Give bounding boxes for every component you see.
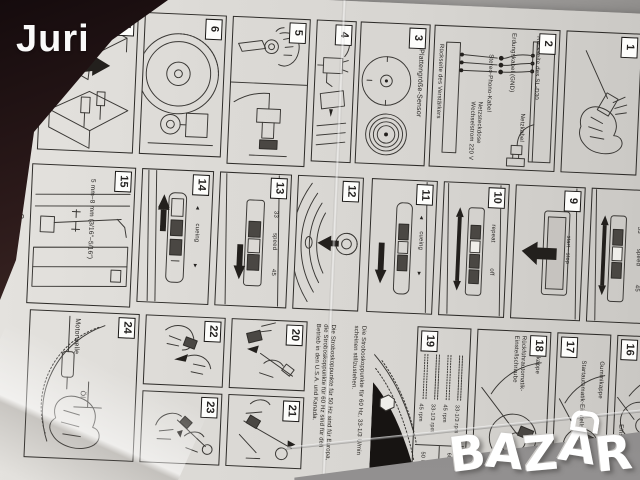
panel-number: 17: [563, 340, 577, 354]
strobe-hz-label: 50 Hz: [419, 451, 426, 468]
panel-number: 19: [423, 334, 437, 348]
panel-number: 6: [208, 26, 221, 33]
panel-13-speed-45: 13 33 speed 45: [214, 171, 293, 309]
panel-15-arm-height: 15 5 mm–8 mm (3/16″–5/16″): [26, 163, 137, 308]
motor-shaft-label: Motorwelle: [72, 318, 81, 355]
panel-22-stylus-handling: 22: [142, 314, 226, 388]
strobe-rpm-label: 33-1/3 rpm: [428, 403, 436, 433]
repeat-slider-illustration: [446, 182, 502, 317]
wiring-illustration: [441, 41, 556, 168]
cueing-slider-illustration: [146, 169, 188, 302]
panel-4-cartridge: 4: [310, 19, 357, 164]
panel-12-45rpm-adapter: 12: [292, 174, 364, 312]
panel-11-cueing-down: 11 ▲ cueing ▼: [366, 178, 438, 315]
panel-14-cueing-up: 14 ▲ cueing ▼: [136, 168, 215, 306]
tonearm-side-view-illustration: [31, 193, 131, 287]
panel-19-group: Die Stroboskoppunkte für 50 Hz sind für …: [307, 322, 472, 477]
watermark-bazar: B A Z A R: [446, 408, 635, 480]
panel-number: 21: [285, 404, 298, 418]
cueing-up-mark: ▲: [194, 205, 201, 212]
panel-8-speed-33: 8 33 speed 45: [585, 187, 640, 325]
power-cord-label: Netzkabel: [517, 113, 526, 143]
panel-number: 18: [532, 339, 546, 353]
panel-1-lead-wires: 1: [560, 30, 640, 176]
watermark-juri: Juri: [16, 18, 90, 60]
hands-illustration: [165, 325, 212, 375]
repeat-label: repeat: [489, 224, 497, 243]
start-stop-button-illustration: [521, 188, 578, 320]
cueing-down-mark: ▼: [415, 271, 423, 278]
speed-33-mark: 33: [272, 210, 279, 219]
speed-33-mark: 33: [635, 226, 640, 234]
start-stop-label: start · stop: [564, 235, 572, 265]
repeat-off-mark: off: [488, 268, 495, 276]
panel-9-start-stop: 9 start · stop: [509, 184, 586, 322]
panel-number: 12: [345, 185, 358, 199]
panel-2-connections: 2 Rückseite des SL-D30 Erdungskabel (GND…: [428, 24, 561, 173]
panel-10-repeat-slider: 10 repeat off: [438, 181, 510, 318]
panel-number: 5: [292, 29, 305, 37]
cartridge-mount-illustration: [238, 399, 296, 461]
bazar-letter: Z: [520, 424, 561, 480]
panel-number: 1: [623, 44, 637, 52]
ac-outlet-label: Netzsteckdose Wechselstrom 220 V: [467, 101, 483, 161]
bazar-letter: R: [592, 424, 635, 480]
speed-45-mark: 45: [633, 284, 640, 292]
cueing-slider-illustration: [374, 182, 428, 313]
panel-21-cartridge-mount: 21: [225, 394, 305, 470]
headshell-wiring-illustration: [246, 322, 295, 378]
speed-slider-illustration: [594, 189, 627, 321]
headshell-attach-illustration: [230, 27, 308, 158]
speed-45-mark: 45: [269, 268, 277, 277]
panel-number: 2: [541, 40, 555, 48]
records-illustration: [361, 56, 412, 156]
panel-3-record-size-sensor: 3 Plattengröße-Sensor: [354, 21, 431, 167]
panel-number: 10: [490, 191, 504, 205]
strobe-rpm-label: 45 rpm: [440, 404, 448, 423]
speed-label: speed: [634, 248, 640, 267]
adapter-record-illustration: [293, 182, 358, 302]
panel-number: 15: [117, 175, 130, 189]
panel-6-platter: 6: [138, 12, 227, 158]
panel-20-cartridge-wires: 20: [228, 318, 308, 392]
panel-number: 20: [288, 328, 302, 342]
panel-number: 3: [411, 35, 425, 42]
platter-illustration: [139, 33, 219, 147]
bazar-letter: A: [483, 422, 526, 480]
lead-wires-hand-illustration: [579, 50, 628, 155]
panel-5-headshell-attach: 5: [226, 15, 311, 168]
cueing-up-mark: ▲: [418, 215, 425, 222]
panel-number: 22: [206, 325, 220, 339]
panel-number: 13: [273, 182, 286, 195]
panel-number: 16: [623, 343, 636, 357]
cueing-label: cueing: [417, 231, 424, 251]
panel-number: 24: [120, 321, 134, 335]
speed-slider-illustration: [224, 173, 280, 307]
strobe-rpm-label: 45 rpm: [416, 403, 424, 422]
cueing-down-mark: ▼: [191, 263, 199, 270]
speed-label: speed: [270, 232, 278, 251]
panel-number: 9: [567, 198, 580, 205]
cueing-label: cueing: [193, 223, 201, 243]
bazar-letter: B: [446, 423, 490, 480]
panel-number: 14: [195, 178, 208, 192]
panel-number: 11: [419, 188, 432, 201]
strobe-note-60hz: Die Stroboskoppunkte für 60 Hz, 33-1/3 U…: [350, 325, 367, 456]
